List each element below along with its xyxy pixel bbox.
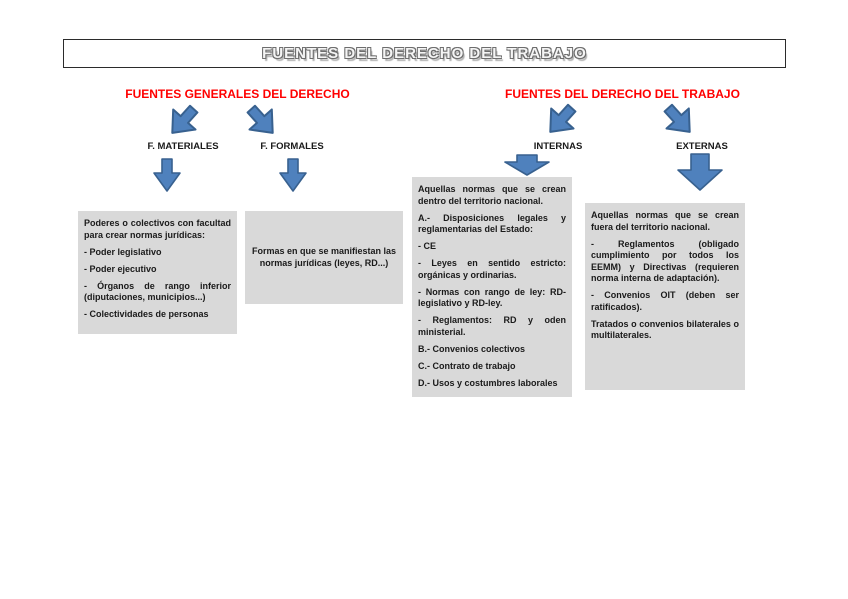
heading-fuentes-generales: FUENTES GENERALES DEL DERECHO bbox=[125, 87, 350, 101]
box-paragraph: - Reglamentos (obligado cumplimiento por… bbox=[591, 238, 739, 284]
box-paragraph: Poderes o colectivos con facultad para c… bbox=[84, 218, 231, 240]
arrow-down-right-icon bbox=[657, 98, 701, 142]
box-fuentes-materiales: Poderes o colectivos con facultad para c… bbox=[78, 211, 237, 334]
box-paragraph: - Poder legislativo bbox=[84, 246, 162, 257]
label-f-materiales: F. MATERIALES bbox=[147, 141, 219, 152]
box-paragraph: Formas en que se manifiestan las normas … bbox=[251, 246, 397, 268]
box-fuentes-internas: Aquellas normas que se crean dentro del … bbox=[412, 177, 572, 397]
box-paragraph: C.- Contrato de trabajo bbox=[418, 360, 516, 371]
box-paragraph: - Colectividades de personas bbox=[84, 309, 209, 319]
box-paragraph: - Reglamentos: RD y oden ministerial. bbox=[418, 315, 566, 337]
label-f-formales: F. FORMALES bbox=[260, 141, 324, 152]
arrow-down-left-icon bbox=[539, 98, 583, 142]
label-internas: INTERNAS bbox=[533, 141, 583, 152]
page-title: FUENTES DEL DERECHO DEL TRABAJO bbox=[262, 45, 587, 62]
arrow-down-icon bbox=[153, 158, 181, 192]
box-paragraph: Aquellas normas que se crean fuera del t… bbox=[591, 210, 739, 232]
box-fuentes-formales: Formas en que se manifiestan las normas … bbox=[245, 211, 403, 304]
box-paragraph: Aquellas normas que se crean dentro del … bbox=[418, 184, 566, 206]
arrow-down-right-icon bbox=[240, 99, 284, 143]
box-paragraph: - CE bbox=[418, 241, 436, 251]
title-box: FUENTES DEL DERECHO DEL TRABAJO bbox=[63, 39, 786, 68]
box-paragraph: - Normas con rango de ley: RD-legislativ… bbox=[418, 286, 566, 309]
box-paragraph: D.- Usos y costumbres laborales bbox=[418, 377, 558, 388]
box-paragraph: - Convenios OIT (deben ser ratificados). bbox=[591, 290, 739, 312]
box-fuentes-externas: Aquellas normas que se crean fuera del t… bbox=[585, 203, 745, 390]
label-externas: EXTERNAS bbox=[676, 141, 728, 152]
arrow-down-wide-icon bbox=[504, 154, 550, 176]
box-paragraph: Tratados o convenios bilaterales o multi… bbox=[591, 318, 739, 341]
arrow-down-icon bbox=[677, 153, 723, 191]
box-paragraph: A.- Disposiciones legales y reglamentari… bbox=[418, 212, 566, 235]
heading-fuentes-trabajo: FUENTES DEL DERECHO DEL TRABAJO bbox=[505, 87, 740, 101]
arrow-down-icon bbox=[279, 158, 307, 192]
box-paragraph: B.- Convenios colectivos bbox=[418, 343, 526, 354]
arrow-down-left-icon bbox=[161, 99, 205, 143]
box-paragraph: - Poder ejecutivo bbox=[84, 263, 157, 274]
box-paragraph: - Órganos de rango inferior (diputacione… bbox=[84, 280, 231, 303]
box-paragraph: - Leyes en sentido estricto: orgánicas y… bbox=[418, 258, 566, 280]
